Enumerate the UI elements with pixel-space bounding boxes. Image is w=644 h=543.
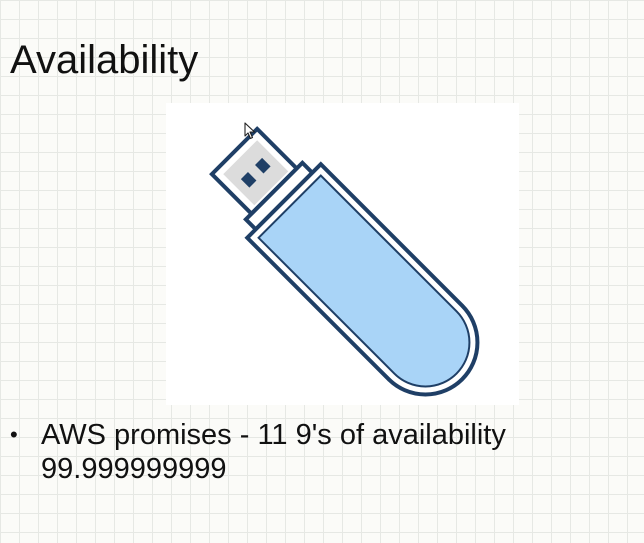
usb-contact-right [255,157,271,174]
bullet-list: • AWS promises - 11 9's of availability … [8,418,506,486]
usb-drive-image [166,103,519,405]
bullet-text: AWS promises - 11 9's of availability [41,419,506,451]
usb-contact-left [240,172,257,188]
mouse-pointer-icon [244,122,256,140]
bullet-content: AWS promises - 11 9's of availability 99… [41,418,506,486]
usb-body-inner [257,174,471,388]
usb-connector-inner [223,140,289,206]
bullet-sub-text: 99.999999999 [41,453,227,485]
bullet-symbol: • [10,422,18,447]
slide-title: Availability [10,38,199,82]
usb-flash-drive-icon [209,126,480,397]
bullet-item: • AWS promises - 11 9's of availability … [8,418,506,486]
